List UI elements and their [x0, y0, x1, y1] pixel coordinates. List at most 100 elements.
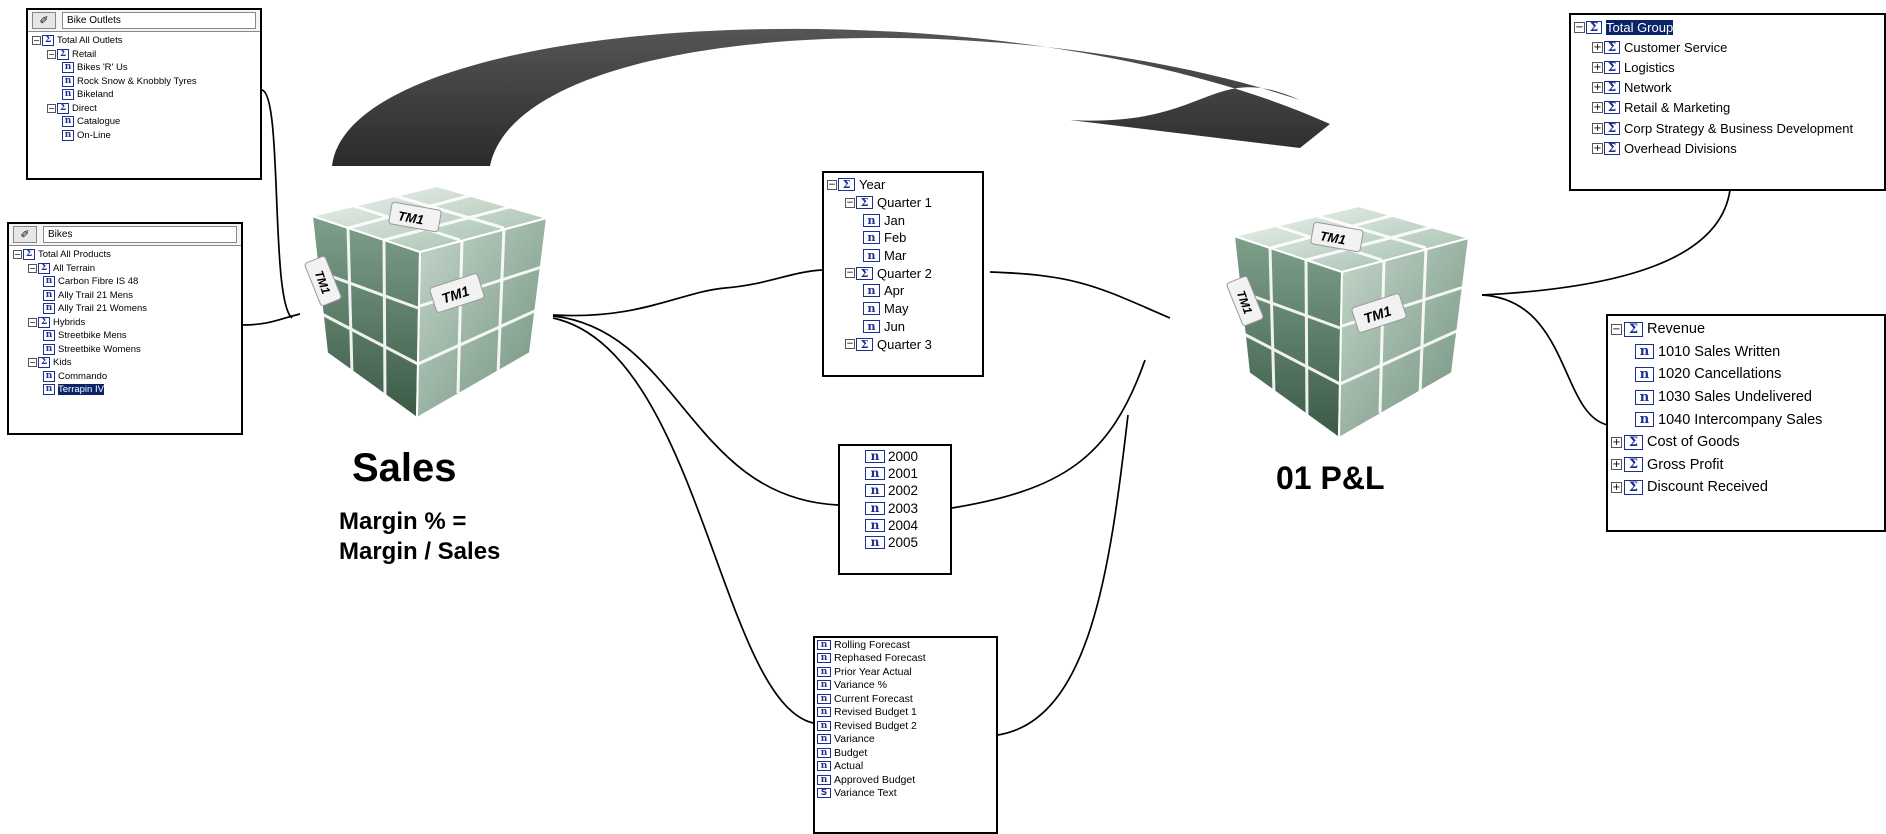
element-label: Kids: [53, 357, 72, 369]
element-label: Ally Trail 21 Womens: [58, 303, 148, 315]
numeric-element-icon: n: [865, 450, 885, 464]
numeric-element-icon: n: [817, 707, 831, 718]
collapse-icon[interactable]: −: [28, 263, 37, 273]
element-label: Jun: [884, 318, 905, 334]
element-label: Rolling Forecast: [834, 638, 910, 651]
collapse-icon[interactable]: −: [845, 339, 855, 350]
collapse-icon[interactable]: −: [47, 49, 56, 59]
collapse-icon[interactable]: −: [32, 36, 41, 46]
outlets-subset-name[interactable]: Bike Outlets: [62, 12, 256, 29]
collapse-icon[interactable]: −: [28, 317, 37, 327]
expand-icon[interactable]: +: [1592, 61, 1603, 73]
collapse-icon[interactable]: −: [845, 197, 855, 208]
expand-icon[interactable]: +: [1592, 82, 1603, 94]
expand-icon[interactable]: +: [1611, 459, 1622, 471]
expand-icon[interactable]: +: [1592, 41, 1603, 53]
collapse-icon[interactable]: −: [1611, 323, 1622, 335]
collapse-icon[interactable]: −: [13, 250, 22, 260]
collapse-icon[interactable]: −: [1574, 21, 1585, 33]
collapse-icon[interactable]: −: [845, 268, 855, 279]
expand-icon[interactable]: +: [1611, 481, 1622, 493]
subset-editor-icon[interactable]: ✐: [13, 226, 37, 243]
wire-group-pl: [1481, 189, 1731, 296]
expand-icon[interactable]: +: [1592, 102, 1603, 114]
collapse-icon[interactable]: −: [28, 358, 37, 368]
consolidated-element-icon: Σ: [1624, 479, 1643, 495]
products-subset-name[interactable]: Bikes: [43, 226, 237, 243]
expand-icon[interactable]: +: [1592, 122, 1603, 134]
subset-editor-icon[interactable]: ✐: [32, 12, 56, 29]
expand-icon[interactable]: +: [1611, 436, 1622, 448]
expand-icon[interactable]: +: [1592, 142, 1603, 154]
collapse-icon[interactable]: −: [827, 179, 837, 190]
collapse-icon[interactable]: −: [47, 103, 56, 113]
